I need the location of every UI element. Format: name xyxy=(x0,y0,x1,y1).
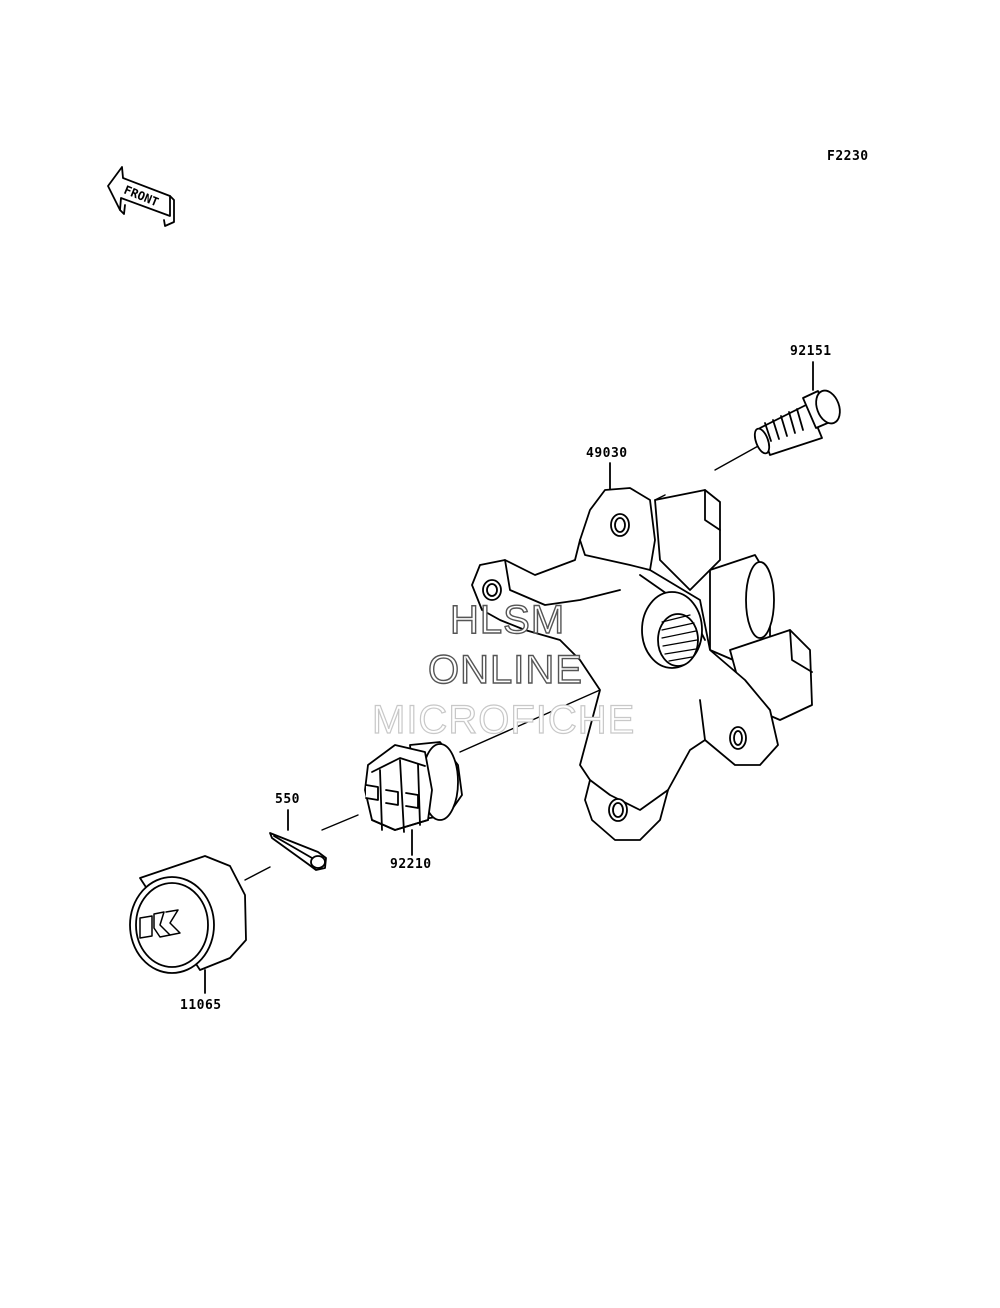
part-label-92151[interactable]: 92151 xyxy=(790,344,832,359)
hub-49030 xyxy=(471,487,813,841)
part-label-550[interactable]: 550 xyxy=(275,792,300,807)
watermark-line-3: MICROFICHE xyxy=(371,697,636,742)
diagram-code: F2230 xyxy=(827,149,869,164)
kawasaki-logo-icon xyxy=(139,909,181,939)
cotter-pin-550 xyxy=(269,832,327,871)
part-label-92210[interactable]: 92210 xyxy=(390,857,432,872)
part-label-11065[interactable]: 11065 xyxy=(180,998,222,1013)
watermark-line-2: ONLINE xyxy=(427,647,583,692)
front-arrow-icon: FRONT xyxy=(107,166,175,227)
watermark-line-1: HLSM xyxy=(449,597,566,642)
part-label-49030[interactable]: 49030 xyxy=(586,446,628,461)
castle-nut-92210 xyxy=(364,741,463,833)
hub-cap-11065 xyxy=(129,855,247,974)
stud-bolt-92151 xyxy=(753,389,841,456)
